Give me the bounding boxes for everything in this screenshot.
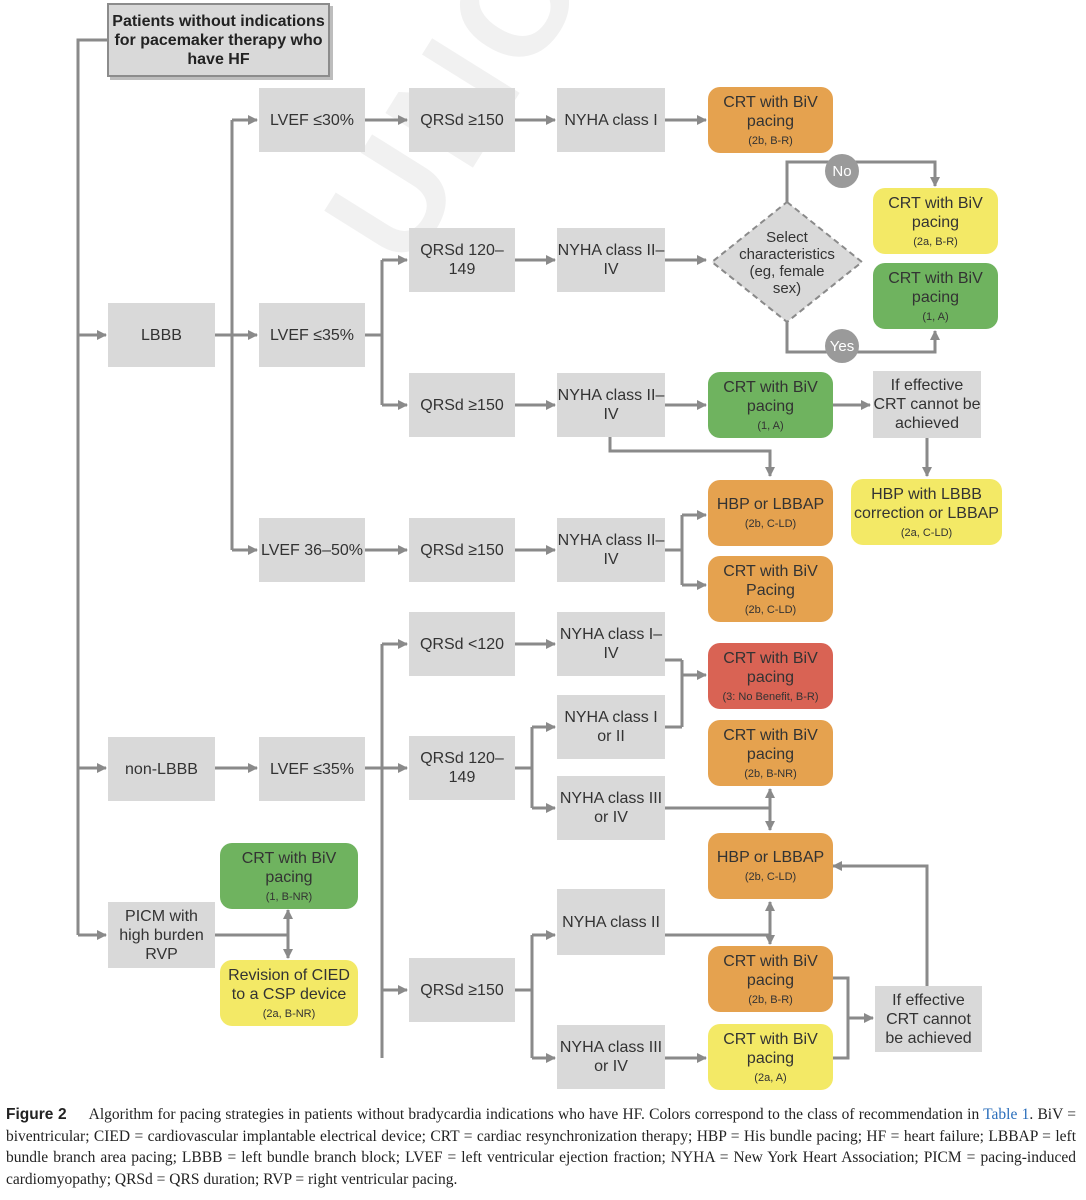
- flowchart: UNCORRECTED PROOF: [76, 0, 1086, 1090]
- rec-title: CRT with BiV pacing: [723, 952, 818, 989]
- if-effective-b-node: If effective CRT cannot be achieved: [875, 986, 982, 1052]
- nyha-2-4-c-node: NYHA class II– IV: [557, 518, 665, 582]
- rec-class: (1, B-NR): [265, 890, 313, 903]
- rec-crt-biv-2a-a: CRT with BiV pacing (2a, A): [708, 1024, 833, 1090]
- rec-title: CRT with BiV pacing: [888, 269, 983, 306]
- lvef35-non-node: LVEF ≤35%: [259, 737, 365, 801]
- rec-hbp-lbbb-correction: HBP with LBBB correction or LBBAP (2a, C-…: [851, 479, 1002, 545]
- rec-class: (2b, C-LD): [744, 871, 797, 883]
- rec-class: (1, A): [922, 310, 949, 323]
- figure-caption: Figure 2 Algorithm for pacing strategies …: [6, 1104, 1076, 1190]
- rec-hbp-lbbap-2b-a: HBP or LBBAP (2b, C-LD): [708, 480, 833, 546]
- if-effective-a-node: If effective CRT cannot be achieved: [873, 371, 981, 438]
- rec-class: (2b, C-LD): [744, 603, 797, 616]
- rec-class: (2b, B-R): [748, 134, 793, 147]
- decision-diamond: [710, 200, 864, 324]
- rec-class: (2a, C-LD): [900, 526, 953, 539]
- rec-class: (2a, A): [754, 1071, 787, 1084]
- rec-title: Revision of CIED to a CSP device: [228, 966, 350, 1003]
- rec-title: HBP with LBBB correction or LBBAP: [854, 485, 999, 522]
- rec-class: (2b, B-NR): [744, 767, 797, 780]
- qrs150-b-node: QRSd ≥150: [409, 373, 515, 437]
- nyha-i-node: NYHA class I: [557, 88, 665, 152]
- nyha-3-4-a-node: NYHA class III or IV: [557, 776, 665, 840]
- rec-class: (2a, B-R): [913, 235, 958, 248]
- picm-node: PICM with high burden RVP: [108, 902, 215, 968]
- decision-diamond-label: Select characteristics (eg, female sex): [739, 229, 835, 297]
- rec-hbp-lbbap-2b-b: HBP or LBBAP (2b, C-LD): [708, 833, 833, 899]
- rec-crt-biv-1a: CRT with BiV pacing (1, A): [708, 372, 833, 438]
- lbbb-node: LBBB: [108, 303, 215, 367]
- rec-crt-biv-2b-cld: CRT with BiV Pacing (2b, C-LD): [708, 556, 833, 622]
- nyha-2-4-b-node: NYHA class II– IV: [557, 373, 665, 437]
- rec-crt-biv-1-bnr: CRT with BiV pacing (1, B-NR): [220, 843, 358, 909]
- rec-title: CRT with BiV pacing: [241, 849, 337, 886]
- rec-class: (1, A): [757, 419, 784, 432]
- nyha-1-4-node: NYHA class I– IV: [557, 612, 665, 676]
- rec-title: CRT with BiV Pacing: [723, 562, 818, 599]
- rec-crt-biv-no-benefit: CRT with BiV pacing (3: No Benefit, B-R): [708, 643, 833, 709]
- rec-title: CRT with BiV pacing: [723, 649, 818, 686]
- lvef36-node: LVEF 36–50%: [259, 518, 365, 582]
- caption-text-before: Algorithm for pacing strategies in patie…: [88, 1106, 984, 1123]
- rec-crt-biv-1a-top: CRT with BiV pacing (1, A): [873, 263, 998, 329]
- rec-class: (2b, C-LD): [744, 518, 797, 530]
- nyha-2-4-a-node: NYHA class II– IV: [557, 228, 665, 292]
- nyha-2-node: NYHA class II: [557, 889, 665, 955]
- title-box: Patients without indications for pacemak…: [107, 3, 330, 77]
- yes-label: Yes: [825, 329, 859, 363]
- rec-crt-biv-2b-br-b: CRT with BiV pacing (2b, B-R): [708, 946, 833, 1012]
- no-label: No: [825, 154, 859, 188]
- rec-title: HBP or LBBAP: [716, 496, 825, 513]
- lvef35-node: LVEF ≤35%: [259, 303, 365, 367]
- qrs150-a-node: QRSd ≥150: [409, 88, 515, 152]
- rec-title: CRT with BiV pacing: [723, 378, 818, 415]
- rec-crt-biv-2b-bnr: CRT with BiV pacing (2b, B-NR): [708, 720, 833, 786]
- rec-crt-biv-2b-br: CRT with BiV pacing (2b, B-R): [708, 87, 833, 153]
- qrs120-b-node: QRSd 120–149: [409, 736, 515, 800]
- connector-arrows: [76, 38, 940, 1063]
- rec-class: (3: No Benefit, B-R): [722, 690, 819, 703]
- rec-class: (2b, B-R): [748, 993, 793, 1006]
- rec-title: CRT with BiV pacing: [888, 194, 983, 231]
- caption-text-after: . BiV = biventricular; CIED = cardiovasc…: [6, 1106, 1076, 1188]
- qrs150-d-node: QRSd ≥150: [409, 958, 515, 1022]
- rec-class: (2a, B-NR): [262, 1007, 316, 1020]
- table-link[interactable]: Table 1: [983, 1106, 1030, 1123]
- lvef30-node: LVEF ≤30%: [259, 88, 365, 152]
- rec-title: CRT with BiV pacing: [723, 726, 818, 763]
- rec-title: CRT with BiV pacing: [723, 1030, 818, 1067]
- rec-crt-biv-2a-br: CRT with BiV pacing (2a, B-R): [873, 188, 998, 254]
- rec-revision-cied: Revision of CIED to a CSP device (2a, B-N…: [220, 960, 358, 1026]
- rec-title: CRT with BiV pacing: [723, 93, 818, 130]
- qrs150-c-node: QRSd ≥150: [409, 518, 515, 582]
- nyha-1-2-node: NYHA class I or II: [557, 695, 665, 759]
- non-lbbb-node: non-LBBB: [108, 737, 215, 801]
- figure-label: Figure 2: [6, 1106, 67, 1123]
- nyha-3-4-b-node: NYHA class III or IV: [557, 1025, 665, 1089]
- rec-title: HBP or LBBAP: [716, 849, 825, 866]
- qrs-lt120-node: QRSd <120: [409, 612, 515, 676]
- qrs120-a-node: QRSd 120–149: [409, 228, 515, 292]
